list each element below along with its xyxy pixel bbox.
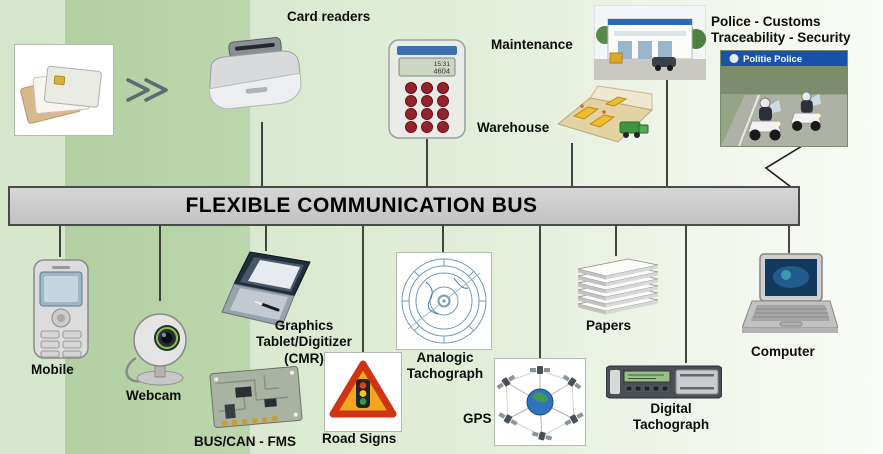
mobile-image (24, 256, 98, 362)
police-image: Politie Police (720, 50, 848, 147)
maintenance-building-image (594, 5, 706, 80)
police-motorcycles-icon: Politie Police (721, 51, 847, 146)
smart-cards-image (14, 44, 114, 136)
keypad-terminal-icon: 15:31 4604 (388, 39, 466, 139)
bus-can-label: BUS/CAN - FMS (194, 434, 296, 449)
keypad-terminal-image: 15:31 4604 (386, 38, 468, 140)
webcam-image (116, 300, 204, 388)
arrow-node (122, 68, 172, 112)
double-arrow-icon (126, 78, 168, 102)
card-reader-image (198, 26, 310, 124)
mobile-label: Mobile (31, 362, 74, 377)
bus-title: FLEXIBLE COMMUNICATION BUS (185, 194, 538, 217)
paper-stack-icon (577, 258, 659, 315)
graphics-tablet-label: Graphics Tablet/Digitizer (CMR) (256, 318, 352, 366)
warehouse-image (556, 84, 654, 144)
digital-tachograph-label: Digital Tachograph (632, 401, 710, 433)
gps-satellites-icon (495, 366, 585, 443)
warehouse-icon (556, 85, 654, 143)
card-readers-label: Card readers (287, 9, 371, 24)
computer-label: Computer (751, 344, 815, 359)
analogic-tachograph-label: Analogic Tachograph (406, 350, 484, 382)
graphics-tablet-icon (221, 251, 311, 327)
bus-can-board-image (206, 360, 306, 434)
gps-image (494, 358, 586, 446)
laptop-icon (742, 253, 838, 333)
papers-image (572, 255, 664, 317)
svg-text:15:31: 15:31 (434, 61, 451, 68)
maintenance-label: Maintenance (491, 37, 573, 52)
graphics-tablet-image (220, 250, 315, 328)
card-reader-icon (208, 37, 302, 110)
gps-label: GPS (463, 411, 492, 426)
webcam-label: Webcam (126, 388, 182, 403)
analogic-tachograph-image (396, 252, 492, 350)
svg-text:4604: 4604 (433, 67, 450, 76)
road-signs-image (324, 352, 402, 432)
tachograph-disc-icon (401, 258, 487, 344)
circuit-board-icon (209, 366, 303, 428)
smart-cards-icon (20, 65, 102, 124)
papers-label: Papers (586, 318, 632, 333)
webcam-icon (125, 313, 187, 386)
digital-tachograph-icon (606, 365, 722, 399)
road-signs-label: Road Signs (322, 431, 397, 446)
svg-text:Politie Police: Politie Police (743, 54, 802, 65)
police-label: Police - Customs Traceability - Security (711, 14, 851, 46)
road-sign-icon (329, 360, 397, 418)
digital-tachograph-image (606, 362, 722, 402)
maintenance-building-icon (594, 5, 706, 80)
computer-image (742, 252, 838, 342)
mobile-phone-icon (33, 259, 89, 359)
warehouse-label: Warehouse (477, 120, 550, 135)
communication-bus: FLEXIBLE COMMUNICATION BUS (8, 186, 800, 226)
